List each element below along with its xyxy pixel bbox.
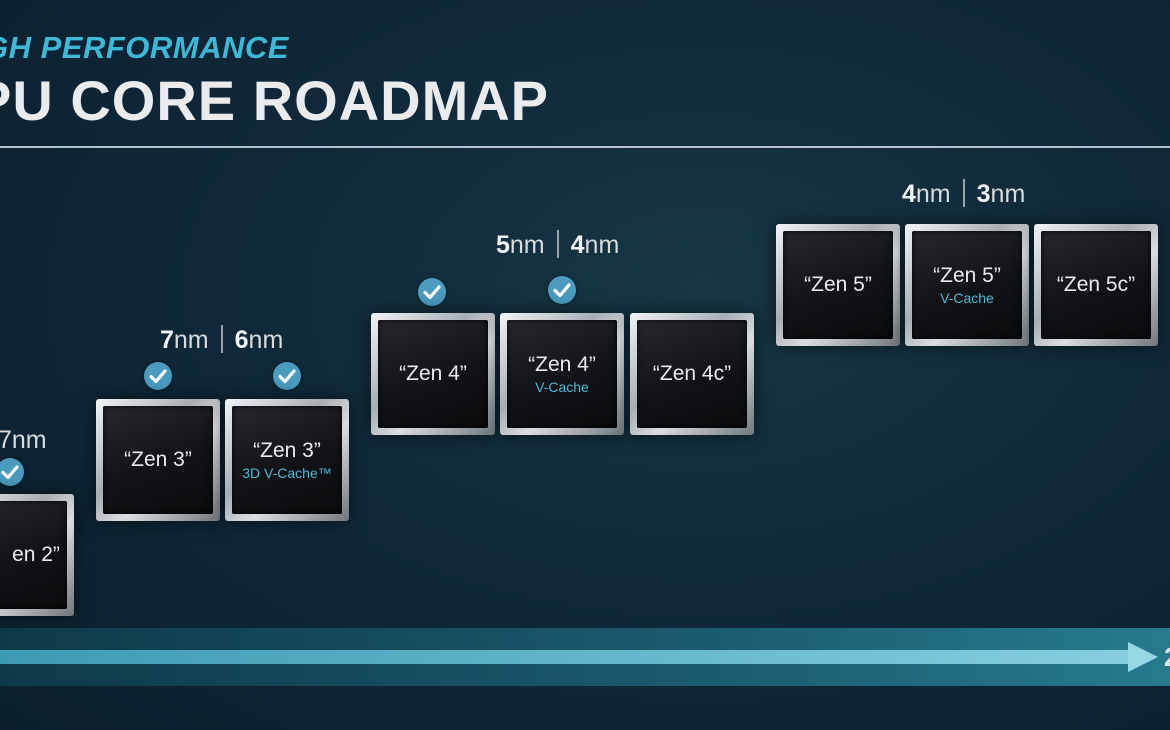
node-num-b: 4 [570, 231, 585, 259]
title-divider [0, 146, 1170, 148]
chip-die: “Zen 3” 3D V-Cache™ [232, 406, 342, 514]
node-num-b: 6 [234, 326, 249, 354]
check-icon [0, 458, 24, 486]
check-icon [273, 362, 301, 390]
chip-die: “Zen 5” V-Cache [912, 231, 1022, 339]
check-icon [418, 278, 446, 306]
chip-zen5: “Zen 5” [776, 224, 900, 346]
chip-die: “Zen 5c” [1041, 231, 1151, 339]
chip-variant: V-Cache [535, 379, 589, 395]
chip-name: “Zen 5” [933, 264, 1001, 287]
chip-zen3: “Zen 3” [96, 399, 220, 521]
slide-subtitle: GH PERFORMANCE [0, 30, 289, 65]
chip-name: “Zen 5” [804, 273, 872, 296]
chip-die: “Zen 5” [783, 231, 893, 339]
node-unit-b: nm [990, 180, 1026, 208]
chip-zen2: en 2” [0, 494, 74, 616]
chip-die: “Zen 4” [378, 320, 488, 428]
chip-name: “Zen 4” [528, 353, 596, 376]
node-num-b: 3 [976, 180, 991, 208]
chip-name: “Zen 3” [253, 439, 321, 462]
slide-title: PU CORE ROADMAP [0, 69, 550, 132]
chip-name: “Zen 5c” [1056, 273, 1136, 296]
node-num-a: 5 [496, 231, 510, 259]
chip-die: “Zen 4” V-Cache [507, 320, 617, 428]
chip-name: “Zen 4” [399, 362, 467, 385]
chip-die: “Zen 3” [103, 406, 213, 514]
chip-zen5c: “Zen 5c” [1034, 224, 1158, 346]
chip-zen4: “Zen 4” [371, 313, 495, 435]
node-unit-a: nm [915, 180, 951, 208]
chip-name: “Zen 3” [124, 448, 192, 471]
node-separator [556, 230, 559, 258]
chip-variant: V-Cache [940, 290, 994, 306]
check-icon [548, 276, 576, 304]
node-unit-a: nm [509, 231, 545, 259]
chip-die: en 2” [0, 501, 67, 609]
node-separator [962, 179, 965, 207]
node-num-a: 7 [160, 326, 174, 354]
chip-zen3-3d-vcache: “Zen 3” 3D V-Cache™ [225, 399, 349, 521]
chip-zen4-vcache: “Zen 4” V-Cache [500, 313, 624, 435]
node-unit-b: nm [248, 326, 284, 354]
node-num-a: 4 [902, 180, 916, 208]
chip-zen5-vcache: “Zen 5” V-Cache [905, 224, 1029, 346]
arrow-right-icon [1128, 642, 1158, 672]
node-unit-a: nm [173, 326, 209, 354]
node-label-zen2: 7nm [0, 426, 47, 454]
chip-zen4c: “Zen 4c” [630, 313, 754, 435]
chip-die: “Zen 4c” [637, 320, 747, 428]
chip-name: “Zen 4c” [652, 362, 732, 385]
chip-variant: 3D V-Cache™ [242, 465, 332, 481]
check-icon [144, 362, 172, 390]
node-separator [220, 325, 223, 353]
node-unit-b: nm [584, 231, 620, 259]
chip-name: en 2” [12, 543, 60, 566]
timeline-end-label: 2 [1164, 642, 1170, 673]
timeline-arrow [0, 650, 1132, 664]
